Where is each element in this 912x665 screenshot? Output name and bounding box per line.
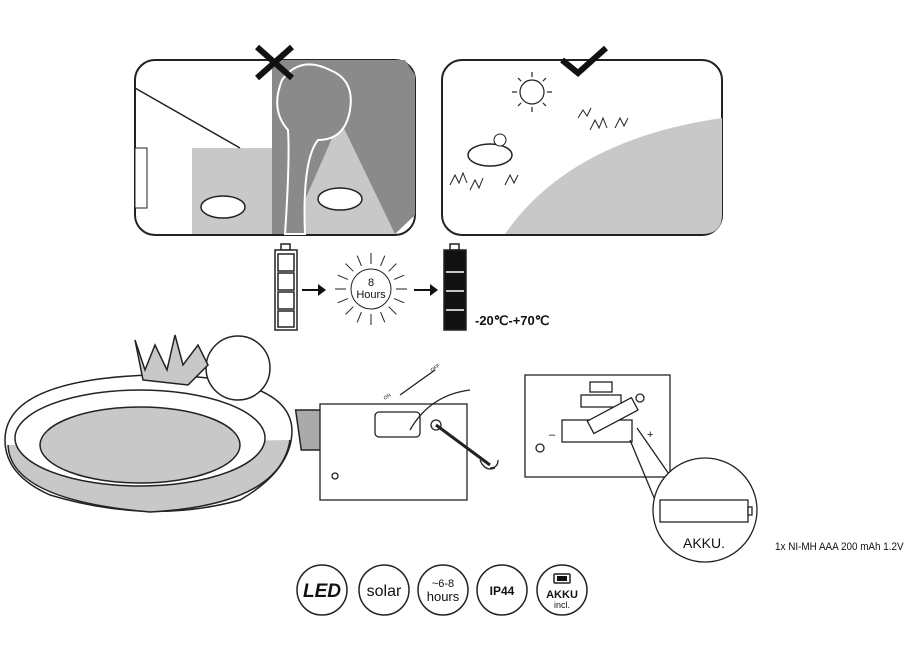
temperature-range: -20℃-+70℃ [475,313,549,328]
switch-on-label: ON [383,392,393,401]
plus-terminal-label: + [647,429,653,441]
led-badge-text: LED [303,581,341,602]
hours-number: 8 [368,277,374,289]
sun-ray [388,263,397,272]
checkmark-icon [560,45,608,77]
sun-ray [356,311,362,323]
led-badge [296,564,348,616]
akku-badge-line1: AKKU [546,589,578,601]
akku-label: AKKU. [683,535,725,551]
arrow-icon [302,284,326,296]
hours-badge-line1: ~6-8 [432,578,454,590]
akku-badge [536,564,588,616]
hours-label: Hours [356,289,386,301]
sun-icon [512,72,552,112]
solar-badge-text: solar [367,583,402,600]
akku-badge-line2: incl. [554,600,570,610]
sun-ray [380,311,386,323]
sun-ray [388,306,397,315]
switch-off-label: OFF [430,363,442,374]
sun-ray [345,263,354,272]
full-battery-icon [443,243,467,331]
sun-ray [393,274,405,280]
cross-icon [255,44,294,81]
battery-spec: 1x NI-MH AAA 200 mAh 1.2V [775,542,904,554]
wrong-placement-panel [134,59,416,236]
ip44-badge [476,564,528,616]
sun-ray [380,255,386,267]
feature-badges [296,564,588,616]
sun-ray [337,274,349,280]
switch-panel-illustration [319,369,499,501]
ip44-badge-text: IP44 [490,584,515,598]
empty-battery-icon [274,243,298,331]
sun-ray [356,255,362,267]
correct-placement-panel [441,59,723,236]
sun-ray [345,306,354,315]
sun-ray [337,298,349,304]
hours-badge-line2: hours [427,589,460,604]
hours-badge [417,564,469,616]
battery-compartment-illustration [524,374,758,563]
sun-ray [393,298,405,304]
arrow-icon [414,284,438,296]
minus-terminal-label: – [549,429,556,441]
solar-lamp-illustration [4,334,348,513]
solar-badge [358,564,410,616]
sun-hours-icon [335,253,407,325]
